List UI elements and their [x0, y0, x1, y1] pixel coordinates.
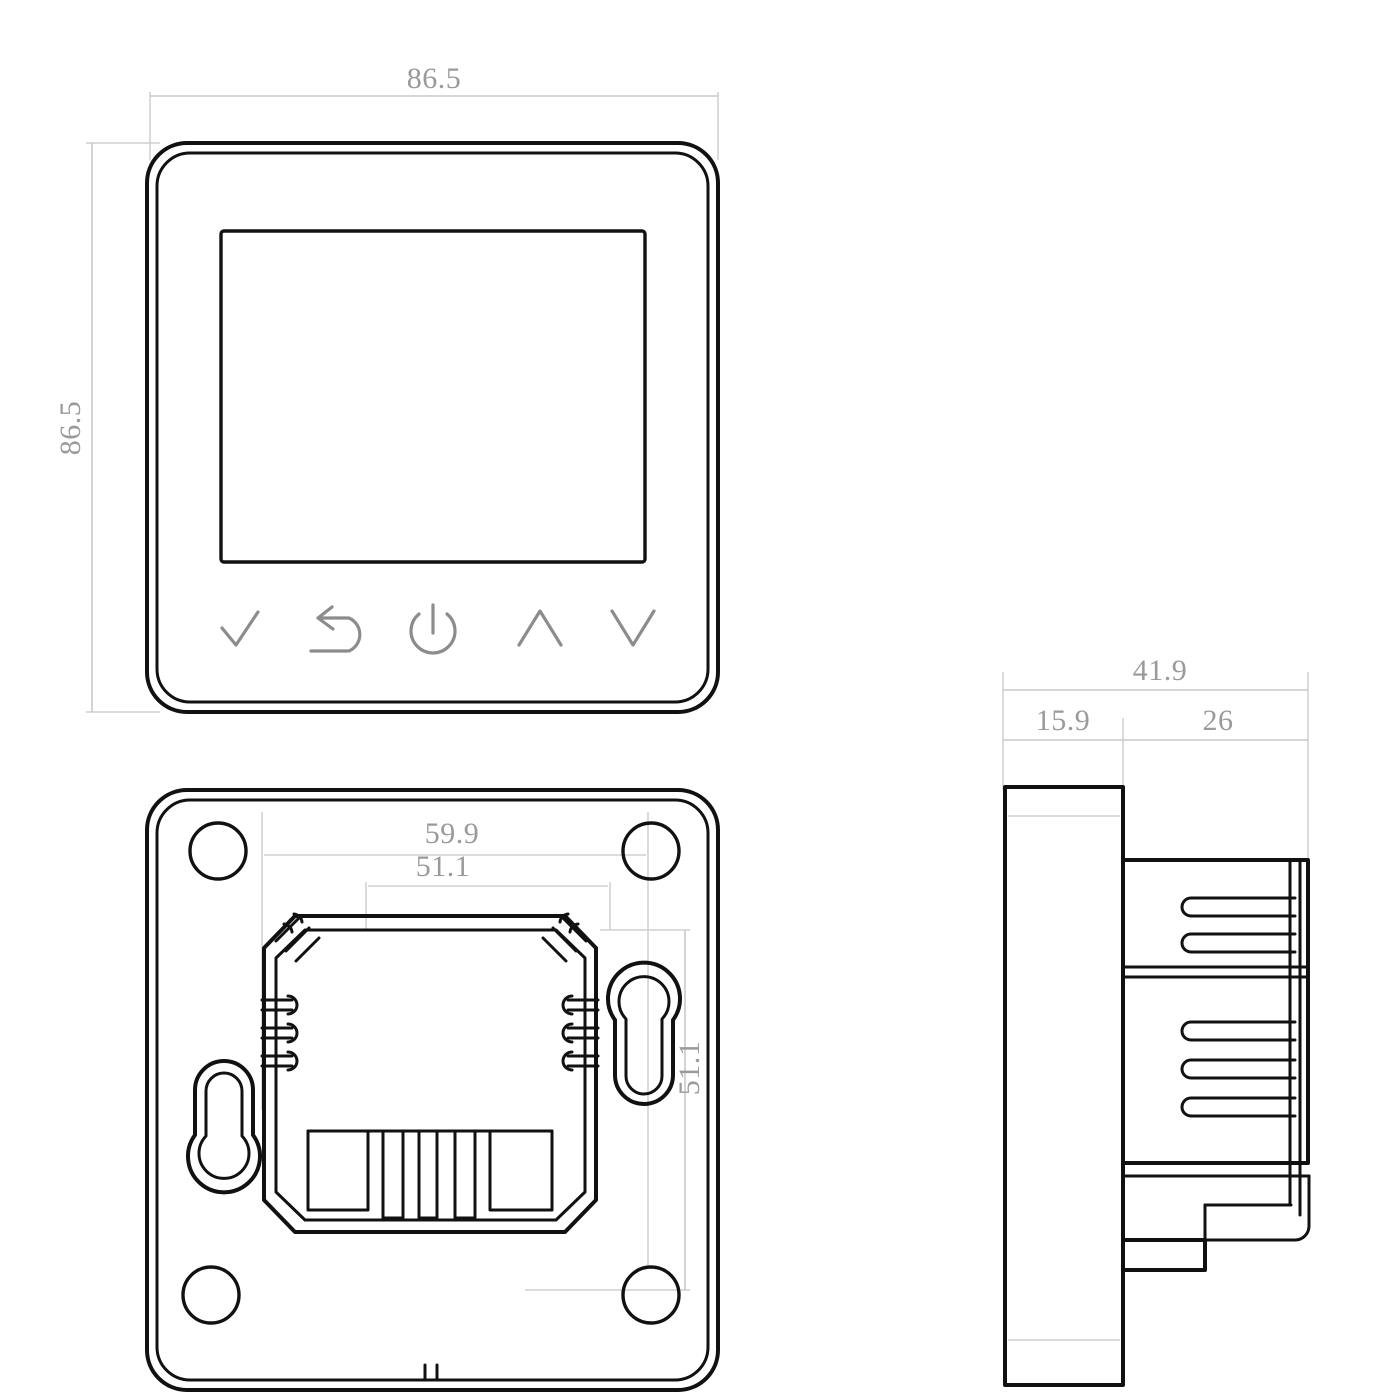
chevron-up-icon[interactable]: [517, 609, 563, 647]
rear-module-clips-left: [260, 994, 299, 1072]
rear-screw-hole-top-right: [621, 821, 681, 881]
rear-module-outer-width-dimension: 59.9: [425, 817, 480, 850]
front-height-dimension: 86.5: [54, 142, 160, 713]
side-front-bezel: [1003, 785, 1125, 1387]
rear-terminal-blocks: [306, 1129, 554, 1220]
front-bezel-inner: [155, 151, 710, 704]
rear-module-inner-width-dimension: 51.1: [416, 850, 471, 883]
check-icon[interactable]: [220, 610, 260, 647]
front-width-dimension: 86.5: [149, 62, 719, 160]
rear-plate-outer: [145, 788, 720, 1392]
rear-51-1-v-label: 51.1: [673, 1041, 706, 1096]
side-segment-depth-dimensions: 15.9 26: [1003, 704, 1308, 800]
power-icon[interactable]: [409, 603, 457, 655]
side-total-depth-dimension: 41.9: [1002, 654, 1309, 880]
front-button-row: [220, 603, 656, 655]
lcd-screen: [219, 229, 647, 564]
side-41-9-label: 41.9: [1133, 654, 1188, 687]
rear-module-height-dimension: 51.1: [673, 930, 706, 1290]
front-bezel-outer: [145, 141, 720, 714]
rear-keyhole-slot-left: [186, 1059, 262, 1195]
rear-screw-hole-bottom-left: [181, 1265, 241, 1325]
front-height-label: 86.5: [54, 401, 87, 456]
rear-plate-inner: [155, 798, 710, 1382]
rear-module-body: [262, 914, 598, 1234]
side-26-label: 26: [1203, 704, 1234, 737]
side-view: 41.9 15.9 26: [1002, 654, 1311, 1387]
rear-keyhole-slot-right: [606, 960, 682, 1106]
rear-plate-bottom-notch: [423, 1363, 439, 1382]
side-15-9-label: 15.9: [1036, 704, 1091, 737]
rear-59-9-label: 59.9: [425, 817, 480, 850]
chevron-down-icon[interactable]: [610, 609, 656, 647]
rear-51-1-h-label: 51.1: [416, 850, 471, 883]
rear-screw-hole-top-left: [188, 821, 248, 881]
rear-module-clips-right: [561, 994, 600, 1072]
rear-module-clips-corners: [274, 912, 588, 963]
side-body-block: [1121, 858, 1311, 1272]
front-width-label: 86.5: [407, 62, 462, 95]
back-arrow-icon[interactable]: [309, 605, 362, 653]
rear-screw-hole-bottom-right: [621, 1265, 681, 1325]
front-view: 86.5 86.5: [54, 62, 720, 714]
rear-view: 59.9 51.1 51.1: [145, 788, 720, 1392]
